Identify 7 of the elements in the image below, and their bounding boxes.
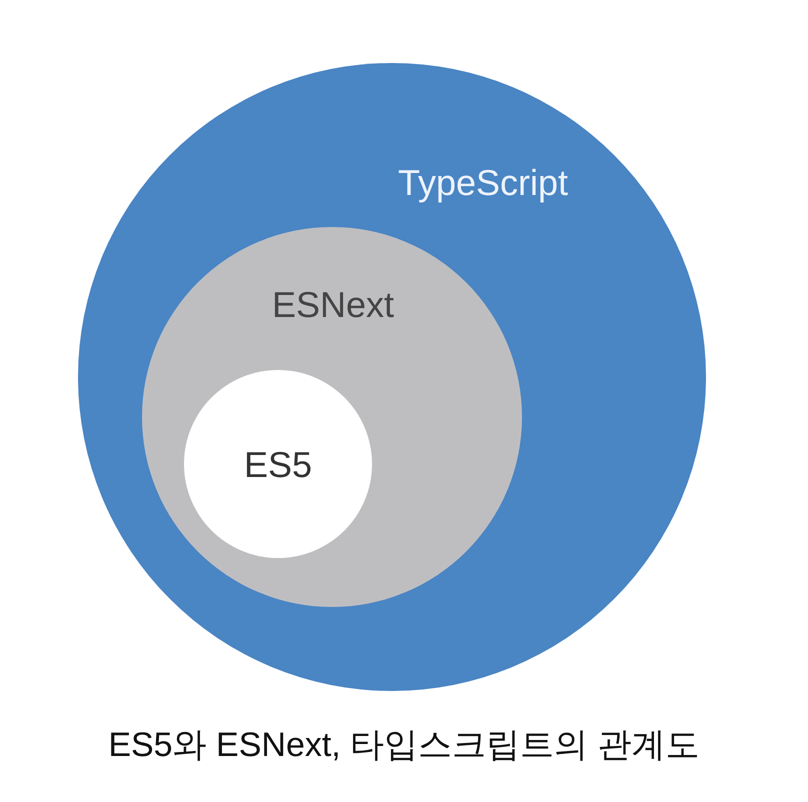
set-label: ESNext [272, 284, 394, 326]
circle-region [184, 370, 372, 558]
circle-region [142, 227, 522, 607]
set-label: TypeScript [398, 162, 568, 204]
caption: ES5와 ESNext, 타입스크립트의 관계도 [107, 725, 701, 766]
circle-region [78, 63, 706, 691]
set-label: ES5 [244, 444, 312, 486]
